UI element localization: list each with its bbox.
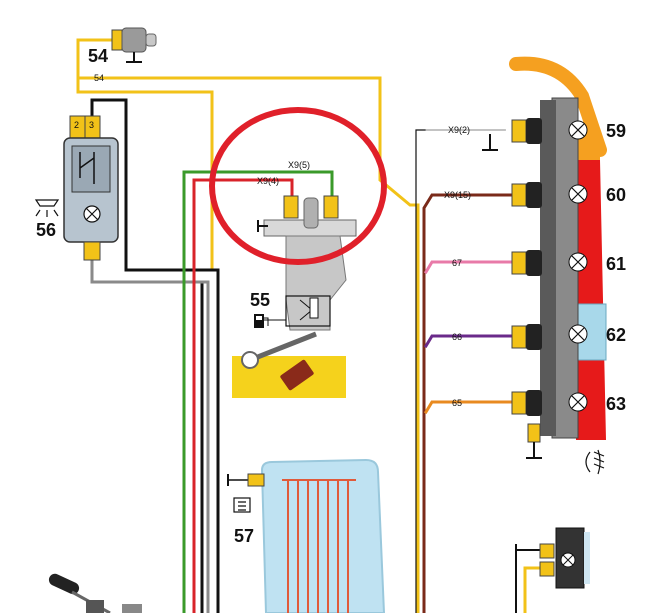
label-56: 56: [36, 220, 56, 240]
wire-x9-2: [415, 129, 506, 613]
wire-label-65: 65: [452, 398, 462, 408]
label-60: 60: [606, 185, 626, 205]
wire-65: [423, 400, 514, 415]
lamp-60: [511, 182, 588, 208]
wire-red-x9-4: [192, 178, 294, 613]
component-54: 54: [88, 27, 157, 66]
wire-label-67: 67: [452, 258, 462, 268]
wire-67: [423, 260, 514, 275]
label-63: 63: [606, 394, 626, 414]
handbrake-lever: [48, 573, 142, 613]
rear-defrost-icon: [233, 497, 251, 513]
interior-light-icon: [34, 199, 60, 217]
lamp-61: [511, 250, 588, 276]
wire-label-x9-2: X9(2): [448, 125, 470, 135]
fog-lamp-icon: [585, 449, 605, 475]
wire-grey-56: [90, 260, 210, 613]
wires: [76, 38, 545, 613]
wire-label-x9-15: X9(15): [444, 190, 471, 200]
component-56: 2 3 56: [34, 115, 119, 261]
lamp-59: [511, 118, 588, 144]
fuel-icon: [254, 314, 269, 328]
wire-black-56: [90, 98, 220, 613]
component-55: 55 X9(5) X9(4): [232, 160, 357, 398]
label-54: 54: [88, 46, 108, 66]
label-57: 57: [234, 526, 254, 546]
wire-yellow-bottom: [523, 566, 545, 613]
component-57: 57: [227, 458, 386, 613]
wire-label-54: 54: [94, 73, 104, 83]
wire-label-x9-5: X9(5): [288, 160, 310, 170]
lamp-62: [511, 324, 588, 350]
tail-lamp: 59 60 61 62 63: [482, 56, 626, 475]
label-62: 62: [606, 325, 626, 345]
lamp-63: [511, 390, 588, 416]
wire-54: [76, 38, 420, 613]
label-55: 55: [250, 290, 270, 310]
highlight-circle: [209, 107, 387, 265]
wire-66: [423, 334, 514, 349]
label-59: 59: [606, 121, 626, 141]
wire-label-66: 66: [452, 332, 462, 342]
wire-label-x9-4: X9(4): [257, 176, 279, 186]
wire-black-bottom: [515, 549, 544, 613]
pin-3-label: 3: [89, 120, 94, 130]
license-plate-lamp: [515, 527, 590, 589]
wire-green-x9-5: [182, 170, 334, 613]
pin-2-label: 2: [74, 120, 79, 130]
wire-x9-15: [422, 193, 514, 613]
label-61: 61: [606, 254, 626, 274]
